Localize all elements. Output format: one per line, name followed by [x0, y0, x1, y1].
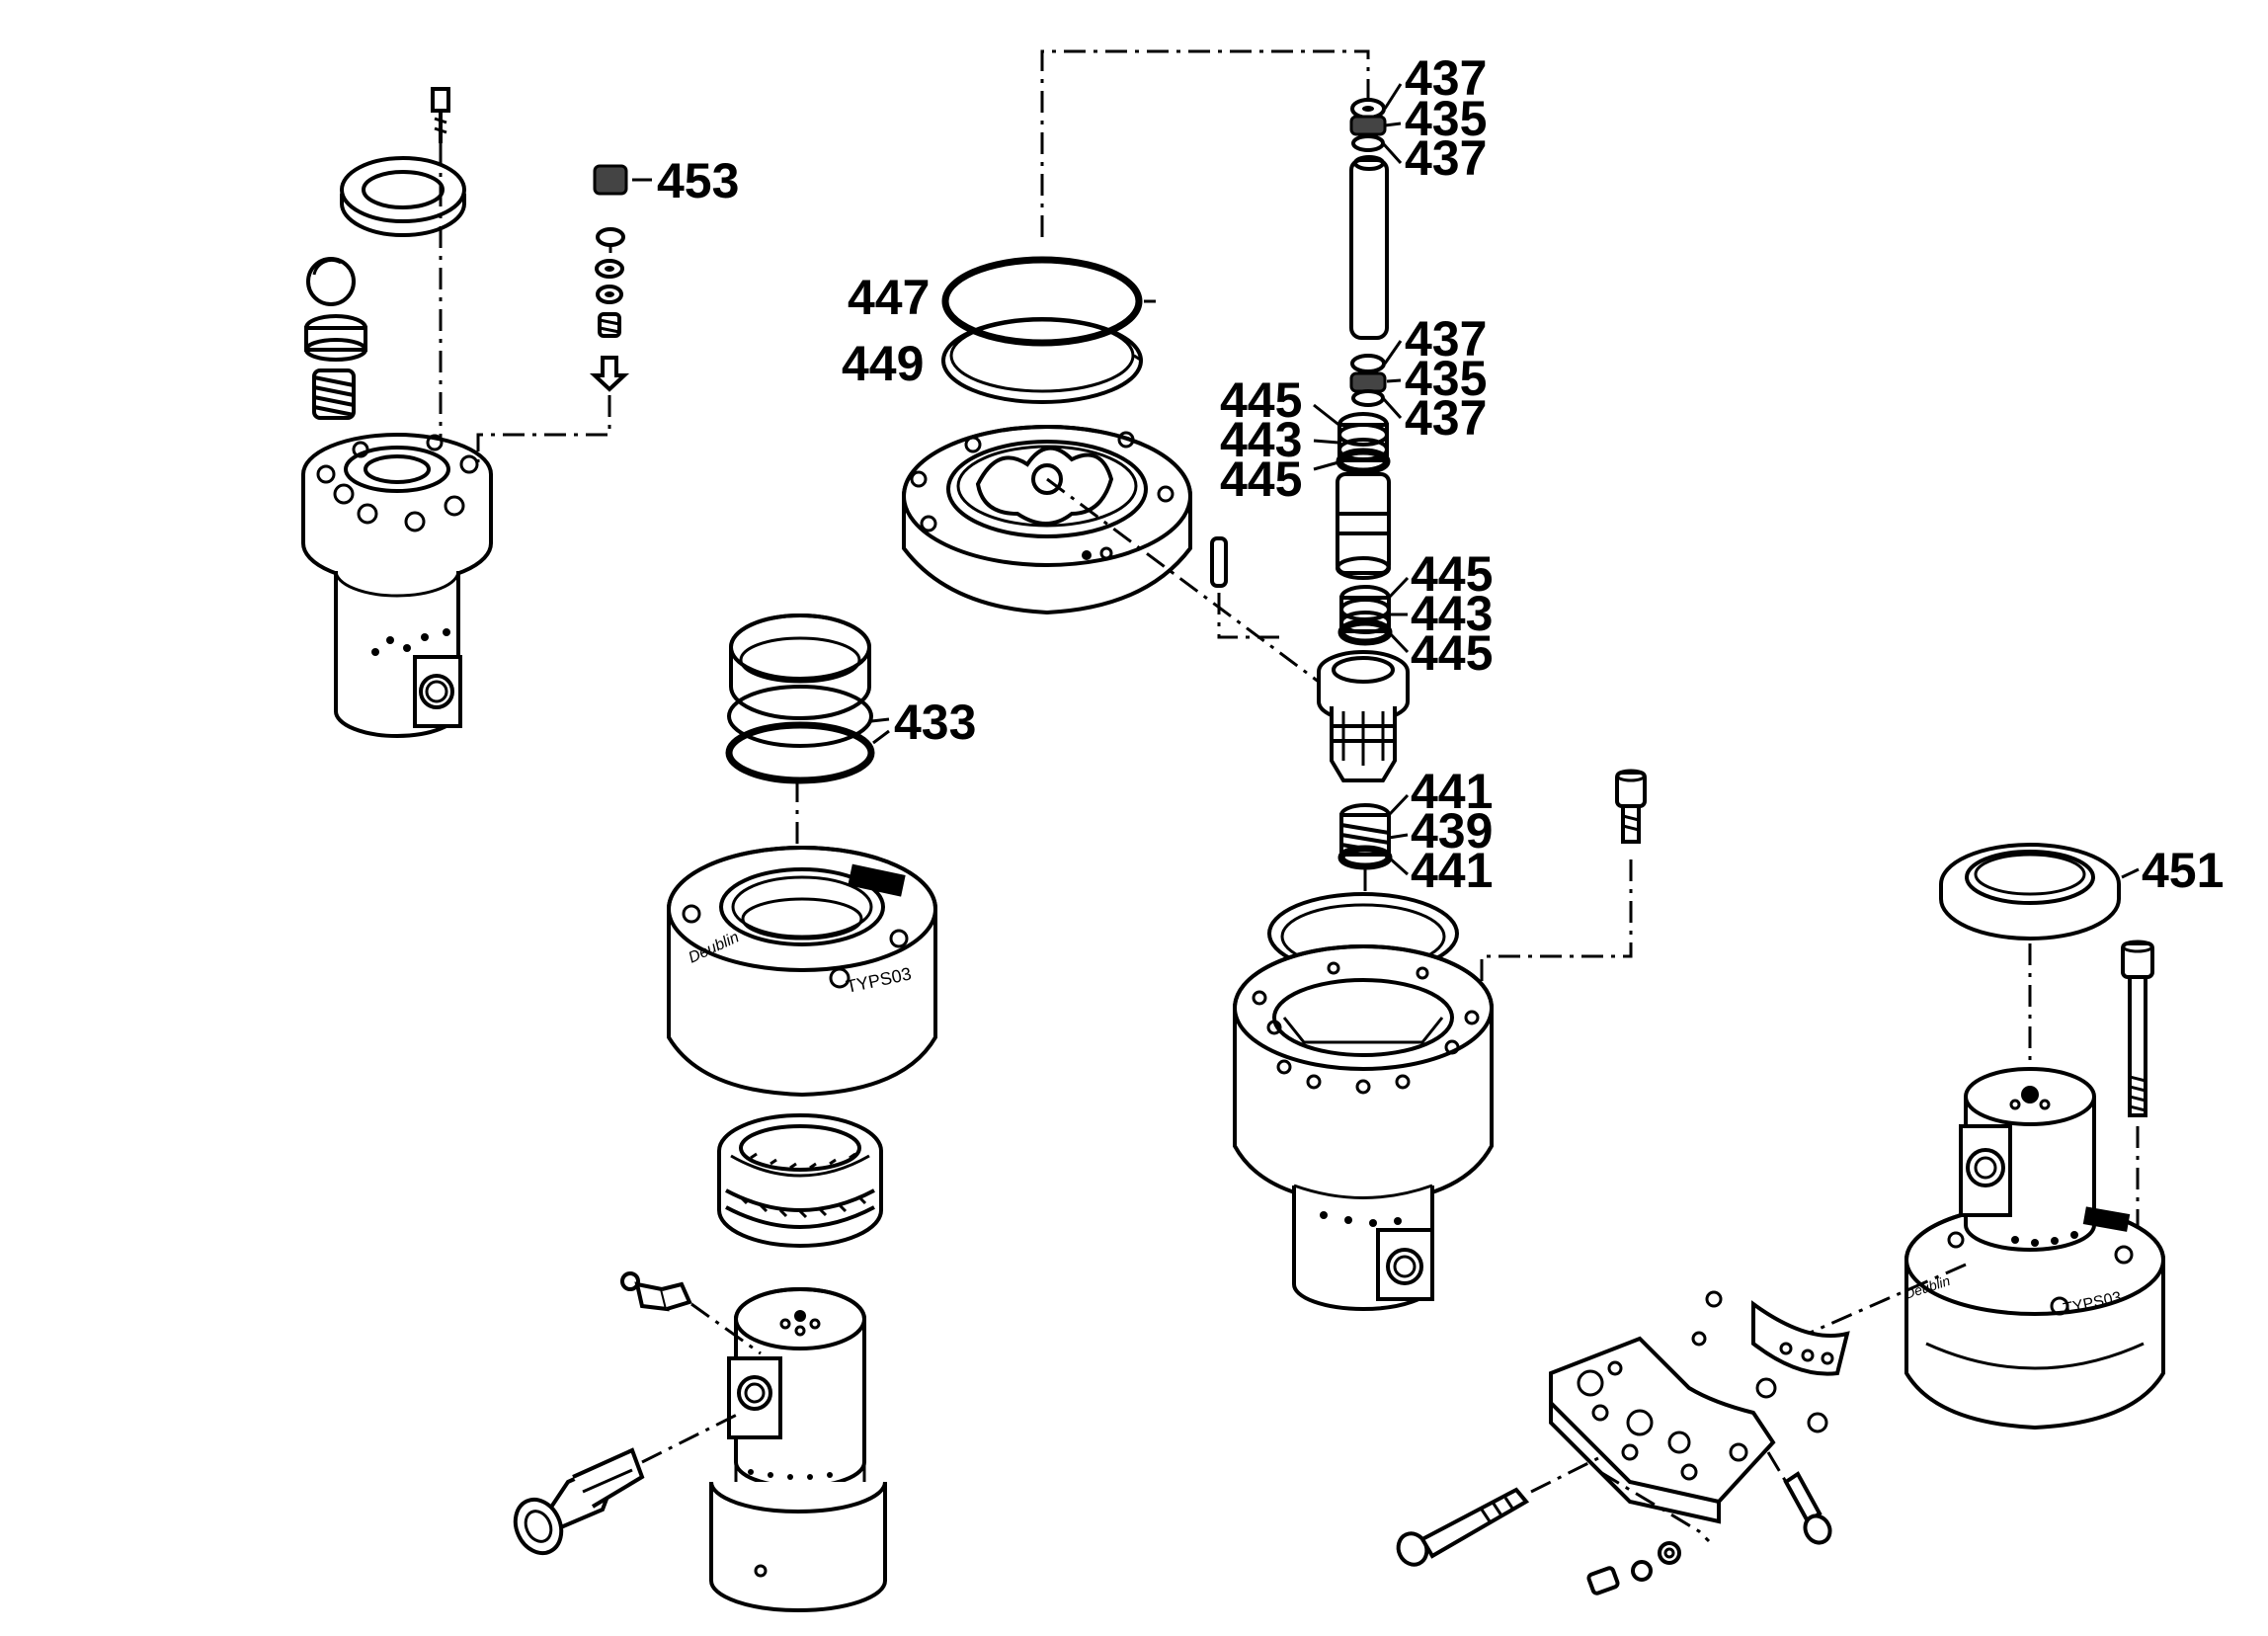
spring-seal-439 [1337, 803, 1393, 870]
cap-437-upper [1351, 134, 1385, 152]
right-rotor-body: Deublin TYPS03 [1903, 1067, 2165, 1431]
bearing-assembly [717, 1113, 883, 1248]
screw-top-left [431, 87, 450, 143]
check-ball [306, 257, 356, 306]
top-housing-body [902, 425, 1192, 615]
callout-445-c: 445 [1411, 546, 1493, 602]
callout-443-a: 443 [1220, 412, 1302, 467]
callout-437-c: 437 [1405, 311, 1487, 367]
bolt-short-diagonal [1783, 1471, 1832, 1545]
callout-437-d: 437 [1405, 390, 1487, 446]
long-socket-screw [2121, 940, 2154, 1117]
assembly-valve-body-left [301, 87, 652, 738]
valve-spring [312, 368, 356, 420]
valve-body-housing [301, 433, 493, 738]
assembly-top-housing [902, 49, 1370, 698]
callout-labels: 453 447 449 437 435 437 437 435 437 445 … [657, 50, 2224, 898]
plug-453-stack [589, 164, 652, 392]
small-ring-2 [1691, 1331, 1707, 1347]
cap-437-mid [1350, 354, 1386, 373]
seal-stack-443-upper [1336, 412, 1391, 475]
seal-stack-443-lower [1337, 585, 1393, 646]
fitting-nipple [620, 1271, 692, 1312]
callout-449: 449 [842, 336, 924, 391]
ball-seat [304, 314, 367, 362]
callout-445-d: 445 [1411, 625, 1493, 681]
callout-433: 433 [894, 695, 976, 750]
backup-ring-449 [941, 317, 1143, 404]
seal-435-mid [1349, 371, 1387, 393]
socket-screw-upright [1615, 769, 1647, 844]
small-ring-3 [1755, 1377, 1777, 1399]
cover-ring-451 [1939, 843, 2121, 941]
clamp-segment [1751, 1300, 1850, 1376]
rotor-shaft [709, 1287, 887, 1612]
center-housing-body [1233, 892, 1494, 1311]
callout-437-a: 437 [1405, 50, 1487, 106]
callout-447: 447 [848, 270, 930, 325]
stem-rod [1349, 155, 1389, 340]
mounting-bracket [1549, 1336, 1776, 1524]
callout-441-a: 441 [1411, 764, 1493, 819]
callout-451: 451 [2142, 843, 2224, 898]
stem-seal-column [1317, 98, 1410, 973]
valve-spool [1336, 472, 1391, 580]
callout-443-b: 443 [1411, 586, 1493, 641]
cap-437-top [1350, 98, 1386, 120]
bolt-long-diagonal [1396, 1487, 1530, 1567]
callout-435-b: 435 [1405, 351, 1487, 406]
callout-445-b: 445 [1220, 451, 1302, 507]
set-screw-nut [1586, 1541, 1681, 1595]
dowel-pin [1210, 536, 1228, 588]
swivel-housing: Deublin TYPS03 [667, 846, 937, 1098]
assembly-center-housing [1233, 769, 1647, 1311]
assembly-swivel-left: Deublin TYPS03 [513, 614, 937, 1612]
callout-437-b: 437 [1405, 130, 1487, 186]
callout-445-a: 445 [1220, 372, 1302, 428]
o-ring-447 [941, 256, 1143, 347]
small-ring-1 [1705, 1290, 1723, 1308]
seal-435-top [1349, 115, 1387, 136]
cap-437-lower [1351, 389, 1385, 407]
assembly-rotor-right: Deublin TYPS03 [1396, 843, 2165, 1595]
flat-ring-washer [340, 156, 466, 237]
callout-435-a: 435 [1405, 91, 1487, 146]
callout-leaders [1133, 83, 2140, 879]
ring-stack-433 [725, 614, 890, 784]
callout-439: 439 [1411, 803, 1493, 859]
sleeve-insert [513, 1447, 645, 1556]
small-ring-4 [1807, 1412, 1828, 1433]
valve-cartridge [1317, 650, 1410, 782]
callout-441-b: 441 [1411, 843, 1493, 898]
callout-453: 453 [657, 153, 739, 208]
